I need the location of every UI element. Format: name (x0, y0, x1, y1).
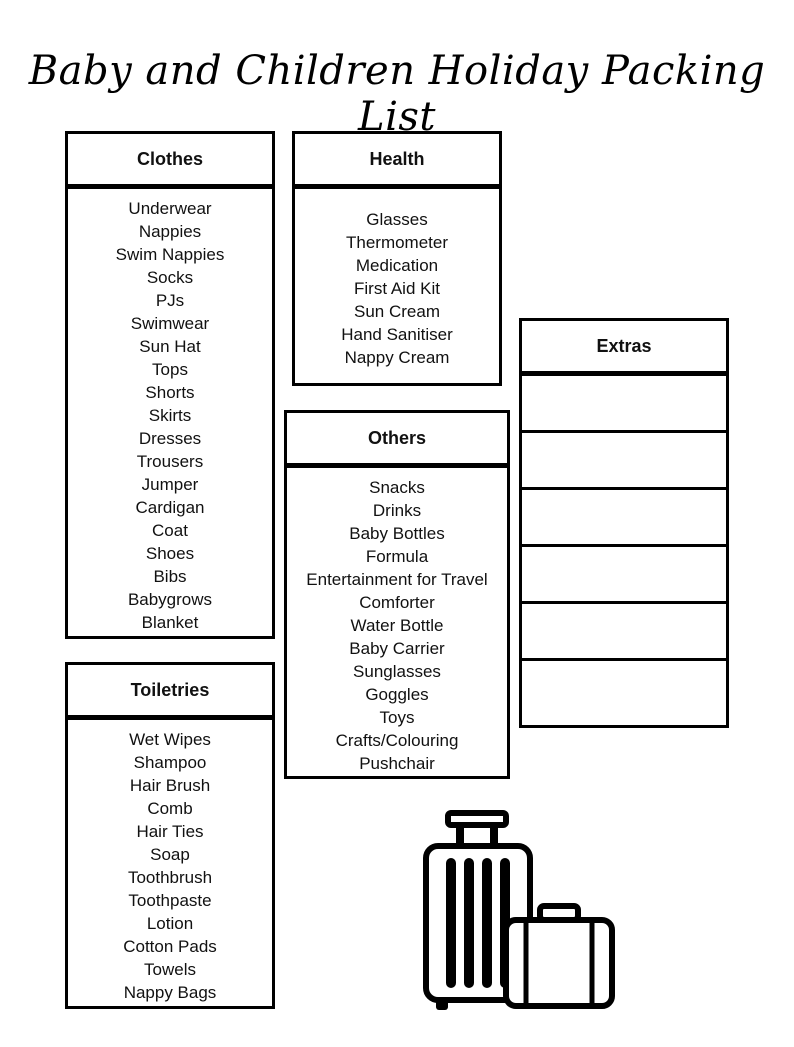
list-item: Baby Carrier (349, 639, 445, 658)
list-item: Blanket (141, 613, 199, 632)
list-item: Entertainment for Travel (306, 570, 488, 589)
list-item: Jumper (141, 475, 199, 494)
list-item: Sun Cream (354, 302, 440, 321)
list-item: Goggles (365, 685, 429, 704)
list-item: Shampoo (133, 753, 207, 772)
list-item: Dresses (138, 429, 202, 448)
list-item: Babygrows (127, 590, 213, 609)
extras-section: Extras (519, 318, 729, 728)
list-item: Shoes (145, 544, 195, 563)
list-item: Water Bottle (350, 616, 444, 635)
list-item: Bibs (153, 567, 187, 586)
list-item: Thermometer (345, 233, 449, 252)
list-item: Tops (152, 360, 188, 379)
page-title: Baby and Children Holiday Packing List (28, 48, 766, 140)
list-item: Comb (147, 799, 193, 818)
list-item: Baby Bottles (349, 524, 445, 543)
list-item: Comforter (359, 593, 435, 612)
list-item: Soap (150, 845, 190, 864)
list-item: First Aid Kit (354, 279, 440, 298)
list-item: Snacks (369, 478, 425, 497)
list-item: Sunglasses (353, 662, 441, 681)
extras-blank-line[interactable] (522, 433, 726, 490)
list-item: Swimwear (130, 314, 210, 333)
list-item: Medication (355, 256, 439, 275)
list-item: Toys (379, 708, 415, 727)
list-item: Shorts (145, 383, 195, 402)
list-item: Nappies (138, 222, 202, 241)
list-item: Drinks (372, 501, 422, 520)
list-item: Towels (144, 960, 196, 979)
clothes-heading: Clothes (68, 134, 272, 189)
list-item: Cardigan (135, 498, 205, 517)
list-item: Underwear (128, 199, 212, 218)
toiletries-heading: Toiletries (68, 665, 272, 720)
extras-blank-line[interactable] (522, 604, 726, 661)
list-item: Hair Brush (129, 776, 211, 795)
extras-blank-line[interactable] (522, 661, 726, 718)
list-item: PJs (155, 291, 185, 310)
list-item: Cotton Pads (123, 937, 217, 956)
list-item: Sun Hat (139, 337, 201, 356)
list-item: Toothpaste (128, 891, 212, 910)
list-item: Coat (152, 521, 188, 540)
list-item: Skirts (148, 406, 192, 425)
list-item: Toothbrush (127, 868, 213, 887)
list-item: Glasses (366, 210, 428, 229)
list-item: Formula (365, 547, 429, 566)
list-item: Pushchair (359, 754, 435, 773)
health-heading: Health (295, 134, 499, 189)
extras-lines (522, 376, 726, 718)
list-item: Swim Nappies (115, 245, 225, 264)
others-heading: Others (287, 413, 507, 468)
luggage-icon (423, 810, 615, 1010)
list-item: Nappy Bags (123, 983, 217, 1002)
list-item: Crafts/Colouring (335, 731, 459, 750)
extras-blank-line[interactable] (522, 376, 726, 433)
extras-blank-line[interactable] (522, 547, 726, 604)
extras-blank-line[interactable] (522, 490, 726, 547)
extras-heading: Extras (522, 321, 726, 376)
list-item: Lotion (146, 914, 194, 933)
list-item: Wet Wipes (129, 730, 211, 749)
list-item: Trousers (136, 452, 204, 471)
list-item: Hair Ties (136, 822, 204, 841)
list-item: Nappy Cream (344, 348, 450, 367)
list-item: Socks (146, 268, 194, 287)
list-item: Hand Sanitiser (341, 325, 453, 344)
